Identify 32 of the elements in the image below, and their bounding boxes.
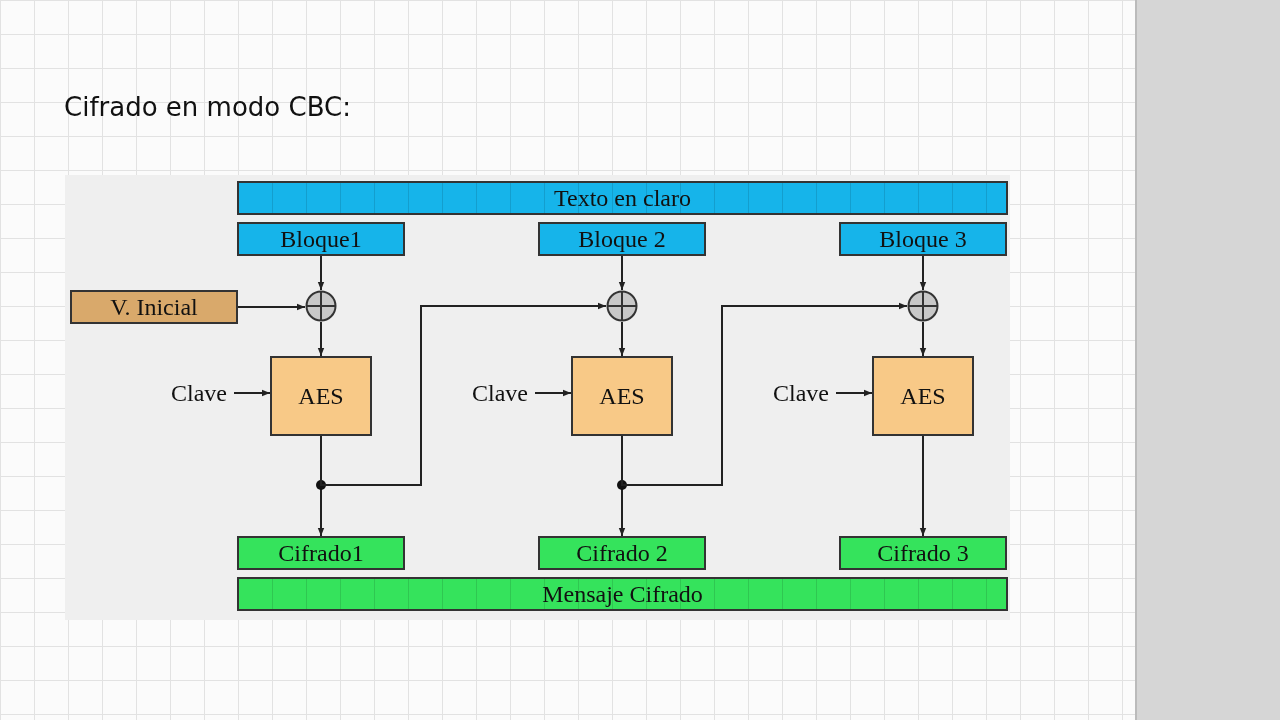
arrow	[919, 321, 927, 357]
arrow	[618, 255, 626, 291]
block-box: Bloque1	[237, 222, 405, 256]
cipher-box: AES	[571, 356, 673, 436]
output-box: Cifrado1	[237, 536, 405, 570]
arrow	[237, 303, 306, 311]
arrow	[919, 435, 927, 537]
arrow	[835, 389, 873, 397]
cipher-box: AES	[872, 356, 974, 436]
arrow	[919, 255, 927, 291]
input-box: V. Inicial	[70, 290, 238, 324]
xor-symbol	[907, 290, 939, 322]
arrow	[233, 389, 271, 397]
cipher-box: AES	[270, 356, 372, 436]
arrow	[317, 321, 325, 357]
arrow	[320, 302, 607, 486]
xor-symbol	[606, 290, 638, 322]
output-box: Cifrado 2	[538, 536, 706, 570]
xor-symbol	[305, 290, 337, 322]
key-label: Clave	[465, 379, 535, 407]
message-band: Mensaje Cifrado	[237, 577, 1008, 611]
arrow	[621, 302, 908, 486]
key-label: Clave	[766, 379, 836, 407]
arrow	[618, 321, 626, 357]
block-box: Bloque 2	[538, 222, 706, 256]
block-box: Bloque 3	[839, 222, 1007, 256]
text-band: Texto en claro	[237, 181, 1008, 215]
title: Cifrado en modo CBC:	[64, 92, 351, 122]
arrow	[534, 389, 572, 397]
arrow	[317, 255, 325, 291]
key-label: Clave	[164, 379, 234, 407]
output-box: Cifrado 3	[839, 536, 1007, 570]
